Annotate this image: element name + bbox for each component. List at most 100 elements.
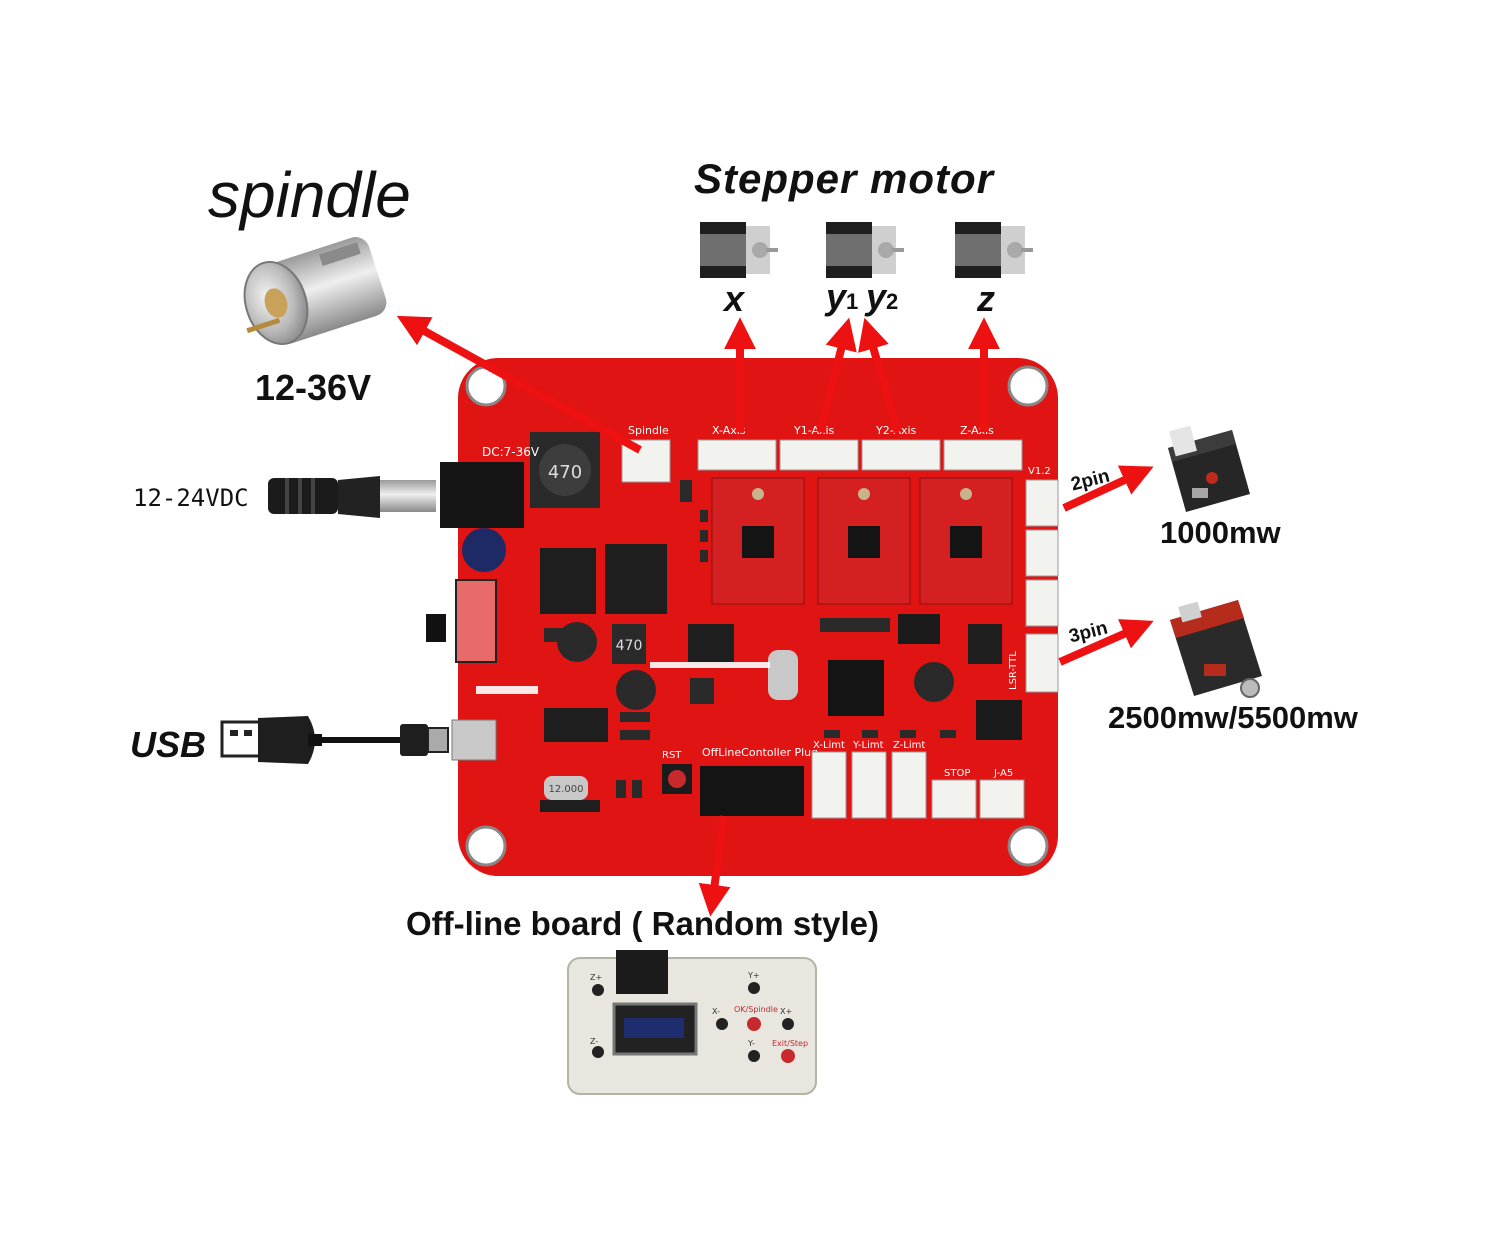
j-a5-print: J-A5 (993, 768, 1013, 779)
axis-y1-subscript: 1 (846, 289, 859, 314)
offline-box-plug (616, 950, 668, 994)
arrow-y2-axis (858, 317, 902, 434)
x-limit-connector (811, 751, 847, 819)
crystal (544, 776, 588, 800)
stepper-driver-y2 (919, 477, 1013, 605)
capacitor (616, 670, 656, 710)
power-switch (455, 579, 497, 663)
laser-2pin-connector (1025, 479, 1059, 527)
stepper-motor-y1-image (826, 222, 904, 278)
axis-z-label: z (977, 278, 995, 319)
axis-y1-letter: y (826, 276, 847, 317)
y-limit-print: Y-Limt (852, 740, 884, 751)
inductor-small-marking: 470 (616, 638, 643, 654)
arrow-spindle (396, 315, 642, 454)
j-a5-connector (979, 779, 1025, 819)
stop-print: STOP (944, 768, 970, 779)
z-axis-print: Z-Axis (960, 424, 994, 437)
btn-z-plus-label: Z+ (590, 973, 602, 982)
spindle-connector (621, 439, 671, 483)
laser-module-1000mw-image (1168, 425, 1250, 512)
mounting-hole (465, 825, 507, 867)
inductor-small (612, 624, 646, 664)
dc-jack (440, 462, 524, 528)
y1-axis-connector (779, 439, 859, 471)
connector (1025, 529, 1059, 577)
offline-plug-connector (700, 766, 804, 816)
chip (688, 624, 734, 664)
btn-y-plus (748, 982, 760, 994)
usb-port (451, 719, 497, 761)
btn-x-minus (716, 1018, 728, 1030)
regulator-chip (968, 624, 1002, 664)
btn-z-minus-label: Z- (590, 1037, 598, 1046)
dc-power-plug-image (268, 476, 436, 518)
z-limit-print: Z-Limt (893, 740, 925, 751)
btn-exit-step (781, 1049, 795, 1063)
btn-y-minus-label: Y- (747, 1039, 755, 1048)
spindle-title: spindle (208, 159, 411, 231)
stop-connector (931, 779, 977, 819)
axis-x-label: x (724, 278, 745, 319)
laser-1000mw-label: 1000mw (1160, 515, 1281, 550)
btn-y-plus-label: Y+ (747, 971, 760, 980)
offline-plug-print: OffLineContoller Plug (702, 746, 818, 759)
x-axis-connector (697, 439, 777, 471)
microcontroller-chip (828, 660, 884, 716)
spindle-motor-image (243, 237, 387, 346)
btn-y-minus (748, 1050, 760, 1062)
spindle-voltage: 12-36V (255, 367, 372, 408)
btn-ok-label: OK/Spindle (734, 1005, 778, 1014)
version-print: V1.2 (1028, 466, 1051, 477)
axis-y2-letter: y (866, 276, 887, 317)
capacitor (462, 528, 506, 572)
z-limit-connector (891, 751, 927, 819)
laser-3pin-connector (1025, 633, 1059, 693)
mounting-hole (1007, 825, 1049, 867)
y1-axis-print: Y1-Axis (793, 424, 835, 437)
jumper-header (898, 614, 940, 644)
wiring-arrows (396, 315, 1154, 917)
offline-board-label: Off-line board ( Random style) (406, 905, 880, 942)
regulator-chip (540, 548, 596, 614)
lsr-ttl-print: LSR-TTL (1008, 651, 1019, 690)
btn-x-minus-label: X- (712, 1007, 720, 1016)
arrow-laser-2pin (1062, 465, 1154, 512)
btn-z-plus (592, 984, 604, 996)
stepper-driver-y1 (817, 477, 911, 605)
stepper-driver-x (711, 477, 805, 605)
dc-rating-print: DC:7-36V (482, 445, 540, 459)
y2-axis-connector (861, 439, 941, 471)
capacitor (557, 622, 597, 662)
btn-x-plus (782, 1018, 794, 1030)
btn-z-minus (592, 1046, 604, 1058)
x-limit-print: X-Limt (813, 740, 845, 751)
axis-y1-label: y1 (826, 276, 858, 318)
axis-y2-label: y2 (866, 276, 898, 318)
stepper-motor-x-image (700, 222, 778, 278)
mounting-hole (1007, 365, 1049, 407)
usb-serial-chip (544, 708, 608, 742)
laser-2500mw-label: 2500mw/5500mw (1108, 700, 1358, 735)
arrow-offline-board (698, 815, 731, 917)
offline-controller-box: Z+ Z- Y+ X- OK/Spindle X+ Y- Exit/Step (567, 950, 817, 1095)
connector (1025, 579, 1059, 627)
dc-input-label: 12-24VDC (133, 484, 249, 512)
y-limit-connector (851, 751, 887, 819)
laser-module-2500mw-image (1170, 600, 1262, 698)
spindle-print: Spindle (628, 424, 669, 437)
arrow-laser-3pin (1058, 619, 1154, 666)
usb-label: USB (130, 724, 207, 765)
stepper-motor-title: Stepper motor (694, 155, 995, 202)
crystal-marking: 12.000 (549, 784, 584, 795)
btn-ok-spindle (747, 1017, 761, 1031)
usb-cable-image (220, 716, 449, 764)
btn-exit-label: Exit/Step (772, 1039, 808, 1048)
crystal (768, 650, 798, 700)
arrow-y1-axis (816, 317, 857, 433)
regulator-chip (605, 544, 667, 614)
pin-header (976, 700, 1022, 740)
capacitor (914, 662, 954, 702)
z-axis-connector (943, 439, 1023, 471)
